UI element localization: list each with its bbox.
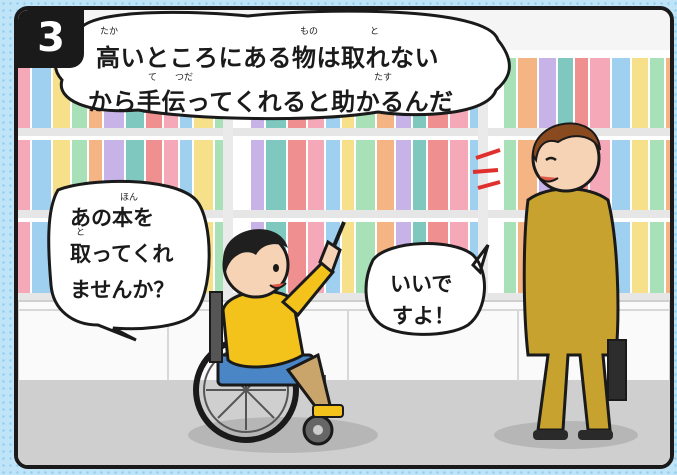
book-spine — [356, 140, 375, 210]
book-spine — [650, 222, 664, 293]
book-spine — [377, 140, 394, 210]
book-spine — [32, 58, 51, 128]
book-spine — [504, 222, 516, 293]
narration-bubble — [53, 10, 511, 121]
book-spine — [32, 222, 51, 293]
book-spine — [612, 140, 630, 210]
book-spine — [590, 58, 610, 128]
book-spine — [308, 140, 324, 210]
book-spine — [558, 58, 573, 128]
child-line-2: 取ってくれ — [70, 242, 174, 266]
child-speech-bubble — [47, 179, 211, 342]
comic-panel: 3 たか もの と て つだ たす 高いところにある物は取れない から手伝ってく… — [14, 6, 674, 469]
book-spine — [450, 140, 468, 210]
ruby-taka: たか — [100, 27, 119, 37]
book-spine — [413, 140, 426, 210]
child-line-1: あの本を — [70, 206, 154, 230]
book-spine — [650, 58, 664, 128]
book-spine — [326, 140, 340, 210]
ruby-tasu: たす — [374, 73, 393, 83]
book-spine — [32, 140, 51, 210]
book-spine — [266, 140, 286, 210]
ruby-mono: もの — [300, 27, 319, 37]
book-spine — [18, 222, 30, 293]
child-figure — [221, 221, 346, 418]
book-spine — [632, 58, 648, 128]
book-spine — [428, 140, 448, 210]
panel-number: 3 — [37, 15, 65, 61]
ruby-hon: ほん — [120, 193, 139, 203]
book-spine — [612, 58, 630, 128]
book-spine — [18, 140, 30, 210]
book-spine — [632, 222, 648, 293]
book-spine — [666, 222, 670, 293]
narration-line-1: 高いところにある物は取れない — [96, 44, 439, 72]
adult-line-2: すよ！ — [392, 304, 455, 328]
book-spine — [288, 140, 306, 210]
adult-line-1: いいで — [390, 272, 453, 296]
book-spine — [666, 140, 670, 210]
book-spine — [518, 58, 537, 128]
ruby-tsuda: つだ — [175, 73, 194, 83]
book-spine — [18, 58, 30, 128]
book-spine — [342, 222, 354, 293]
book-spine — [632, 140, 648, 210]
book-spine — [504, 140, 516, 210]
book-spine — [342, 140, 354, 210]
book-spine — [575, 58, 588, 128]
ruby-to-2: と — [76, 228, 86, 238]
book-spine — [288, 222, 306, 293]
ruby-to: と — [370, 27, 380, 37]
child-line-3: ませんか？ — [70, 278, 175, 302]
narration-line-2: から手伝ってくれると助かるんだ — [88, 88, 454, 116]
ruby-te: て — [148, 73, 158, 83]
panel-number-box: 3 — [18, 10, 84, 68]
book-spine — [539, 58, 556, 128]
book-spine — [396, 140, 411, 210]
book-spine — [650, 140, 664, 210]
book-spine — [251, 140, 264, 210]
book-spine — [194, 140, 213, 210]
man-figure — [472, 122, 627, 440]
scene-illustration — [18, 10, 670, 465]
book-spine — [666, 58, 670, 128]
adult-speech-bubble — [364, 242, 490, 336]
